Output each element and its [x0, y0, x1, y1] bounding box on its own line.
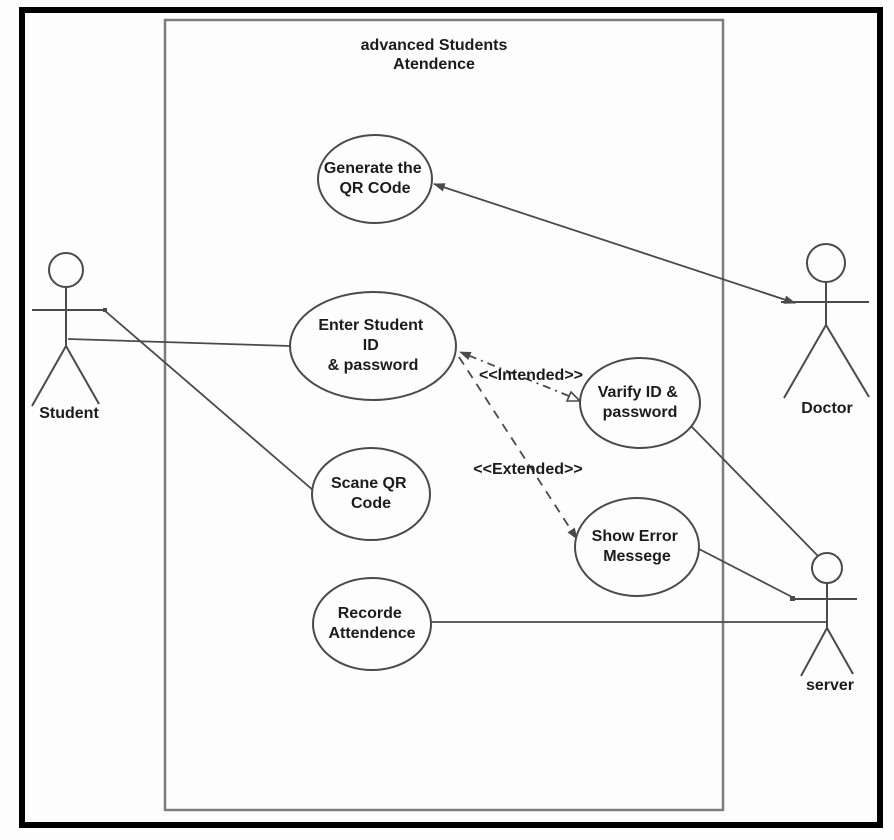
usecase-label: Recorde Attendence	[328, 605, 415, 642]
intended-open-arrowhead-icon	[565, 390, 582, 402]
usecase-ellipse	[312, 577, 432, 671]
diagram-title-line1: advanced Students	[361, 37, 508, 54]
usecase-label: Varify ID & password	[598, 384, 682, 421]
actor-student: Student	[31, 252, 107, 422]
actor-leg-right	[65, 345, 100, 405]
usecase-record-attendance: Recorde Attendence	[312, 577, 432, 671]
usecase-enter-student-id-password: Enter Student ID & password	[289, 291, 457, 401]
intended-stereotype-label: <<Intended>>	[479, 367, 583, 384]
actor-leg-right	[826, 627, 854, 675]
usecase-ellipse	[317, 134, 433, 224]
usecase-label: Scane QR Code	[331, 475, 411, 512]
usecase-generate-qr-code: Generate the QR COde	[317, 134, 433, 224]
actor-server-label: server	[806, 677, 854, 694]
actor-student-label: Student	[39, 405, 99, 422]
association-show-error-server	[698, 548, 795, 599]
extended-stereotype-label: <<Extended>>	[473, 461, 582, 478]
actor-head	[48, 252, 84, 288]
actor-leg-left	[800, 627, 828, 677]
association-student-enter-id	[67, 338, 292, 347]
system-boundary	[163, 18, 725, 812]
actor-leg-right	[825, 324, 870, 398]
usecase-label: Enter Student ID & password	[318, 317, 427, 374]
association-generate-qr-doctor	[432, 183, 797, 304]
association-verify-id-server	[690, 425, 819, 557]
usecase-ellipse	[574, 497, 700, 597]
usecase-label: Show Error Messege	[592, 528, 683, 565]
dependency-extended-line	[458, 356, 578, 540]
usecase-show-error-message: Show Error Messege	[574, 497, 700, 597]
usecase-verify-id-password: Varify ID & password	[579, 357, 701, 449]
actor-doctor-label: Doctor	[801, 400, 853, 417]
usecase-ellipse	[289, 291, 457, 401]
line-endpoint-dot	[790, 596, 795, 601]
association-student-scan-qr	[103, 309, 315, 492]
usecase-ellipse	[311, 447, 431, 541]
line-endpoint-dot	[103, 308, 107, 312]
usecase-scan-qr-code: Scane QR Code	[311, 447, 431, 541]
usecase-ellipse	[579, 357, 701, 449]
actor-leg-left	[783, 324, 827, 399]
diagram-title-line2: Atendence	[393, 56, 475, 73]
actor-head	[806, 243, 846, 283]
image-border	[19, 7, 883, 828]
actor-head	[811, 552, 843, 584]
actor-leg-left	[31, 345, 67, 407]
actor-doctor: Doctor	[781, 243, 870, 417]
actor-server: server	[790, 552, 857, 694]
usecase-label: Generate the QR COde	[324, 160, 426, 197]
